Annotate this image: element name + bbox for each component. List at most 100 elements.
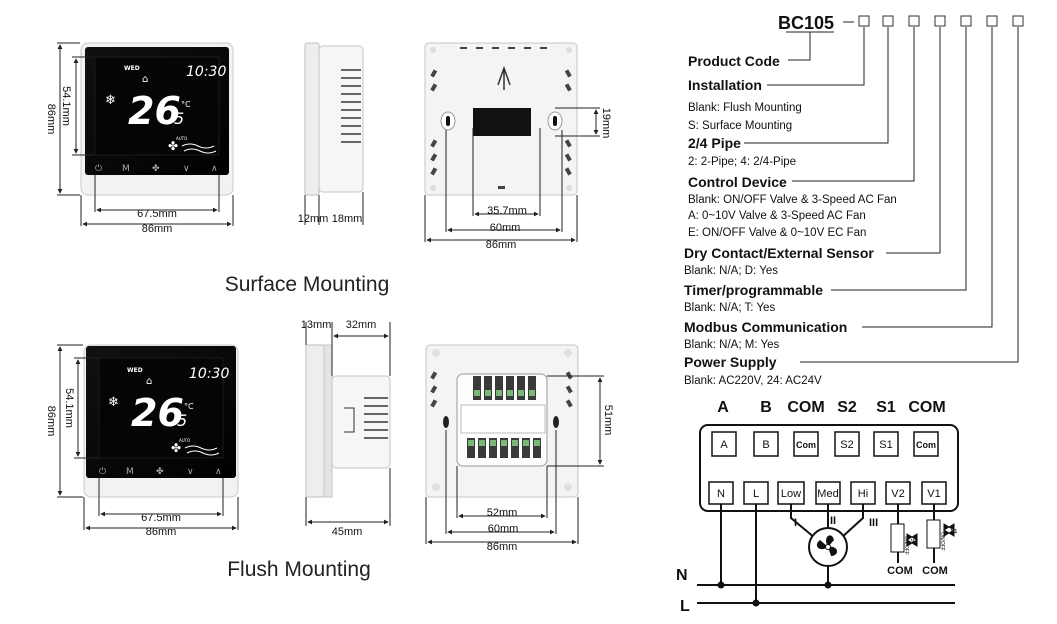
- surface-back-slot-height: 19mm: [600, 108, 612, 139]
- flush-back-width-inner: 60mm: [488, 523, 519, 535]
- surface-front-height-inner: 54.1mm: [60, 86, 72, 126]
- line-label-l: L: [680, 598, 690, 615]
- temp-readout: 26: [131, 391, 184, 435]
- section-option-0-1: S: Surface Mounting: [688, 120, 792, 132]
- flush-front-height-inner: 54.1mm: [63, 388, 75, 428]
- day-label: WED: [124, 65, 140, 72]
- model-code: BC105: [778, 13, 834, 33]
- speed-mark-hi: III: [869, 517, 878, 529]
- flush-side-view: 13mm 32mm 45mm: [301, 319, 391, 538]
- down-icon: ∨: [183, 164, 190, 174]
- terminal-label-s1: S1: [876, 399, 896, 416]
- temp-readout: 26: [128, 89, 181, 133]
- terminal-box-b: B: [762, 439, 769, 451]
- section-option-3-0: Blank: N/A; D: Yes: [684, 265, 778, 277]
- terminal-label-com-1: COM: [787, 399, 824, 416]
- fan-mode-label: AUTO: [179, 438, 190, 443]
- day-label: WED: [127, 367, 143, 374]
- flush-back-width-outer: 86mm: [487, 541, 518, 553]
- terminal-box-med: Med: [817, 488, 838, 500]
- section-option-6-0: Blank: AC220V, 24: AC24V: [684, 375, 822, 387]
- root-label: Product Code: [688, 53, 780, 69]
- temp-decimal: 5: [174, 109, 184, 128]
- terminal-label-com-2: COM: [908, 399, 945, 416]
- terminal-label-b: B: [760, 399, 772, 416]
- surface-front-height-outer: 86mm: [45, 104, 57, 135]
- com-label-v2: COM: [887, 565, 913, 577]
- house-icon: ⌂: [146, 376, 152, 387]
- surface-front-view: WED 10:30 26 5 °C ❄ ⌂ ✤ AUTO ⏻ M ✤ ∨ ∧ 8…: [45, 42, 234, 235]
- flush-back-box-height: 51mm: [602, 405, 614, 436]
- flush-back-box-width: 52mm: [487, 507, 518, 519]
- valve-box-text-v1: ON/OFF: [939, 532, 945, 551]
- terminal-box-l: L: [753, 488, 759, 500]
- flush-front-width-inner: 67.5mm: [141, 512, 181, 524]
- valve-label-v1: V1: [951, 529, 957, 535]
- surface-front-width-outer: 86mm: [142, 223, 173, 235]
- power-icon: ⏻: [95, 163, 102, 174]
- flush-side-depth-a: 13mm: [301, 319, 332, 331]
- mode-icon: M: [126, 467, 134, 477]
- surface-back-hole-spacing: 35.7mm: [487, 205, 527, 217]
- speed-mark-med: II: [830, 515, 836, 527]
- fan-button-icon: ✤: [156, 467, 164, 477]
- top-terminal-labels: A B COM S2 S1 COM: [717, 399, 945, 416]
- terminal-box-s2: S2: [840, 439, 853, 451]
- line-label-n: N: [676, 567, 688, 584]
- valve-box-text-v2: ON/OFF: [903, 536, 909, 555]
- section-heading-5: Modbus Communication: [684, 319, 847, 335]
- section-heading-1: 2/4 Pipe: [688, 135, 741, 151]
- section-option-2-0: Blank: ON/OFF Valve & 3-Speed AC Fan: [688, 194, 897, 206]
- temp-decimal: 5: [177, 411, 187, 430]
- flush-front-view: WED 10:30 26 5 °C ❄ ⌂ ✤ AUTO ⏻ M ✤ ∨ ∧ 8…: [45, 344, 239, 538]
- flush-side-depth-b: 32mm: [346, 319, 377, 331]
- fan-button-icon: ✤: [152, 164, 160, 174]
- temp-unit: °C: [181, 100, 191, 109]
- temp-unit: °C: [184, 402, 194, 411]
- surface-side-view: 12mm 18mm: [298, 42, 364, 225]
- surface-back-width-outer: 86mm: [486, 239, 517, 251]
- house-icon: ⌂: [142, 74, 148, 85]
- terminal-box-n: N: [717, 488, 725, 500]
- fan-icon: ✤: [171, 441, 181, 455]
- terminal-box-com-1: Com: [796, 440, 816, 450]
- power-icon: ⏻: [99, 466, 106, 477]
- section-heading-4: Timer/programmable: [684, 282, 823, 298]
- surface-side-depth-b: 18mm: [332, 213, 363, 225]
- up-icon: ∧: [215, 467, 222, 477]
- product-code-legend: BC105 Product Code Installation Blank: F…: [684, 13, 1024, 387]
- section-option-2-2: E: ON/OFF Valve & 0~10V EC Fan: [688, 227, 866, 239]
- section-option-0-0: Blank: Flush Mounting: [688, 102, 802, 114]
- mode-icon: M: [122, 164, 130, 174]
- terminal-box-v2: V2: [891, 488, 904, 500]
- fan-icon: ✤: [168, 139, 178, 153]
- flush-side-depth-total: 45mm: [332, 526, 363, 538]
- flush-back-view: 52mm 60mm 86mm 51mm: [425, 344, 614, 553]
- fan-motor-icon: [808, 527, 848, 567]
- arrow-up-icon: [497, 65, 511, 90]
- surface-back-view: 35.7mm 60mm 86mm 19mm: [424, 42, 612, 251]
- terminal-label-s2: S2: [837, 399, 857, 416]
- surface-mounting-title: Surface Mounting: [225, 273, 390, 296]
- terminal-box-a: A: [720, 439, 728, 451]
- terminal-box-com-2: Com: [916, 440, 936, 450]
- terminal-box-s1: S1: [879, 439, 892, 451]
- down-icon: ∨: [187, 467, 194, 477]
- flush-front-height-outer: 86mm: [45, 406, 57, 437]
- speed-mark-low: I: [794, 517, 797, 529]
- flush-front-width-outer: 86mm: [146, 526, 177, 538]
- section-heading-6: Power Supply: [684, 354, 777, 370]
- section-option-5-0: Blank: N/A; M: Yes: [684, 339, 779, 351]
- terminal-label-a: A: [717, 399, 729, 416]
- section-option-4-0: Blank: N/A; T: Yes: [684, 302, 775, 314]
- fan-mode-label: AUTO: [176, 136, 187, 141]
- section-heading-0: Installation: [688, 77, 762, 93]
- section-option-1-0: 2: 2-Pipe; 4: 2/4-Pipe: [688, 156, 796, 168]
- com-label-v1: COM: [922, 565, 948, 577]
- surface-side-depth-a: 12mm: [298, 213, 329, 225]
- section-heading-2: Control Device: [688, 174, 787, 190]
- surface-back-width-inner: 60mm: [490, 222, 521, 234]
- flush-mounting-title: Flush Mounting: [227, 558, 371, 581]
- time-readout: 10:30: [186, 64, 226, 80]
